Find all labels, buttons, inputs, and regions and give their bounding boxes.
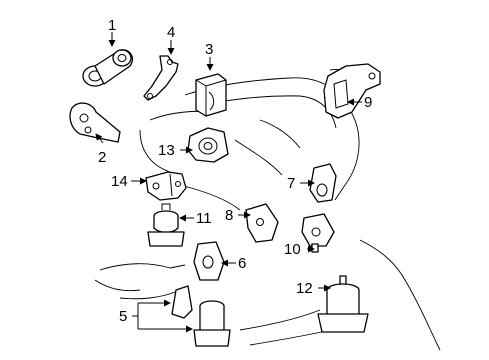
callout-13: 13 <box>158 142 175 159</box>
callout-9: 9 <box>364 94 373 111</box>
part-5-lower-mount <box>171 285 231 347</box>
part-7-side-mount <box>309 163 337 203</box>
part-11-insulator <box>147 203 185 247</box>
part-12-rear-mount <box>317 275 369 333</box>
part-10-bracket <box>301 213 335 253</box>
callout-11: 11 <box>196 210 212 227</box>
callout-6: 6 <box>238 255 247 272</box>
callout-3: 3 <box>205 41 214 58</box>
callout-14: 14 <box>111 173 128 190</box>
part-8-plate-bracket <box>245 203 279 243</box>
part-6-mount <box>193 241 225 281</box>
callout-8: 8 <box>225 207 234 224</box>
part-13-center-mount <box>187 127 229 163</box>
part-14-bracket <box>145 171 187 201</box>
callout-2: 2 <box>98 149 107 166</box>
callout-5: 5 <box>119 308 128 325</box>
part-1-torque-rod <box>82 49 134 87</box>
leader-lines <box>95 32 362 333</box>
part-9-mount-bracket <box>323 63 381 119</box>
callout-4: 4 <box>167 24 176 41</box>
callout-7: 7 <box>287 175 296 192</box>
part-2-bracket <box>69 102 121 143</box>
part-3-box-mount <box>195 73 227 117</box>
part-4-strap-bracket <box>143 55 179 101</box>
callout-12: 12 <box>296 280 313 297</box>
callout-1: 1 <box>108 17 117 34</box>
callout-10: 10 <box>284 241 301 258</box>
